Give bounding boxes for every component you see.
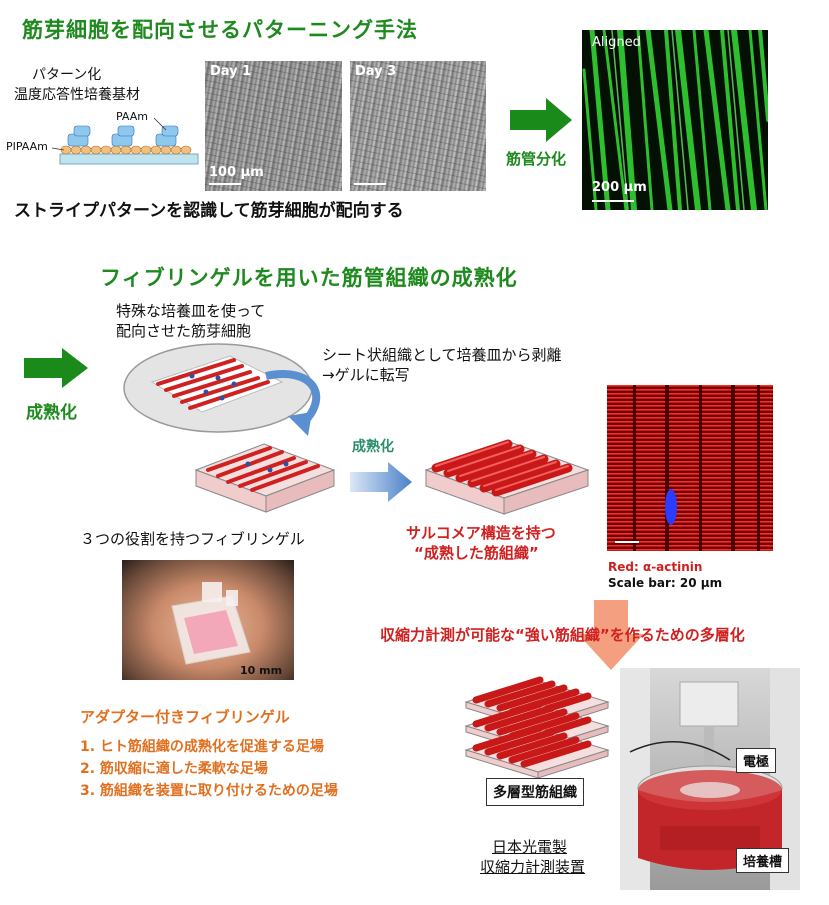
adapter-title: アダプター付きフィブリンゲル — [80, 708, 290, 726]
multilayer-title: 収縮力計測が可能な“強い筋組織”を作るための多層化 — [380, 626, 745, 644]
day1-label: Day 1 — [210, 64, 252, 79]
alpha-actinin-micrograph — [607, 385, 773, 551]
adapter-gel-photo: 10 mm — [122, 560, 294, 680]
gel-caption: ３つの役割を持つフィブリンゲル — [80, 530, 305, 548]
electrode-label: 電極 — [736, 748, 777, 773]
multilayer-tissue-schematic — [464, 676, 610, 779]
peel-note-line1: シート状組織として培養皿から剥離 — [322, 346, 562, 364]
section1-caption: ストライプパターンを認識して筋芽細胞が配向する — [14, 201, 404, 221]
photo-scale-label: 10 mm — [240, 664, 283, 677]
sarcomere-line1: サルコメア構造を持つ — [406, 524, 556, 542]
day3-label: Day 3 — [355, 64, 397, 79]
peel-note-line2: →ゲルに転写 — [322, 366, 410, 384]
paam-label: PAAm — [116, 110, 149, 123]
contraction-device-photo: 電極 培養槽 — [620, 668, 800, 890]
aligned-scale-label: 200 μm — [592, 180, 647, 195]
multilayer-down-arrow — [578, 600, 644, 670]
day3-micrograph: Day 3 — [350, 61, 486, 191]
multilayer-label: 多層型筋組織 — [486, 778, 584, 806]
scale-20-label: Scale bar: 20 μm — [608, 576, 723, 590]
differentiation-label: 筋管分化 — [506, 150, 567, 168]
aligned-scale-bar — [592, 200, 634, 202]
device-name-label: 収縮力計測装置 — [480, 858, 586, 876]
adapter-frame — [171, 582, 251, 665]
dish-note-line1: 特殊な培養皿を使って — [116, 302, 266, 320]
culture-dish-schematic — [123, 343, 313, 433]
bath-label: 培養槽 — [736, 848, 790, 873]
maturation-middle-label: 成熟化 — [352, 439, 394, 455]
differentiation-arrow — [510, 98, 572, 142]
section2-title: フィブリンゲルを用いた筋管組織の成熟化 — [100, 266, 518, 290]
day3-scale-bar — [354, 183, 386, 185]
pipaam-label: PIPAAm — [6, 140, 48, 153]
device-maker-label: 日本光電製 — [492, 838, 568, 856]
role-1: 1. ヒト筋組織の成熟化を促進する足場 — [80, 739, 324, 755]
substrate-schematic — [51, 117, 199, 165]
role-3: 3. 筋組織を装置に取り付けるための足場 — [80, 783, 338, 799]
maturation-left-arrow — [24, 348, 88, 388]
aligned-myotube-micrograph: Aligned 200 μm — [582, 30, 768, 210]
day1-scale-label: 100 μm — [209, 165, 264, 180]
day1-scale-bar — [209, 183, 241, 185]
section1-title: 筋芽細胞を配向させるパターニング手法 — [22, 18, 418, 42]
red-stain-label: Red: α-actinin — [608, 560, 703, 574]
matured-tissue-block — [424, 439, 590, 515]
maturation-left-label: 成熟化 — [26, 403, 77, 423]
dish-note-line2: 配向させた筋芽細胞 — [116, 322, 252, 340]
sarcomere-line2: “成熟した筋組織” — [414, 544, 539, 562]
material-label-line2: 温度応答性培養基材 — [14, 87, 140, 103]
sarcomere-striations — [607, 385, 773, 551]
myotube-fibers — [582, 30, 768, 210]
day1-micrograph: Day 1 100 μm — [205, 61, 342, 191]
role-2: 2. 筋収縮に適した柔軟な足場 — [80, 761, 268, 777]
fibrin-gel-block — [194, 443, 336, 513]
aligned-label: Aligned — [592, 35, 641, 50]
alpha-actinin-scale-bar — [615, 541, 639, 543]
transfer-curved-arrow — [265, 370, 321, 436]
material-label-line1: パターン化 — [32, 67, 102, 83]
maturation-middle-arrow — [350, 462, 412, 502]
